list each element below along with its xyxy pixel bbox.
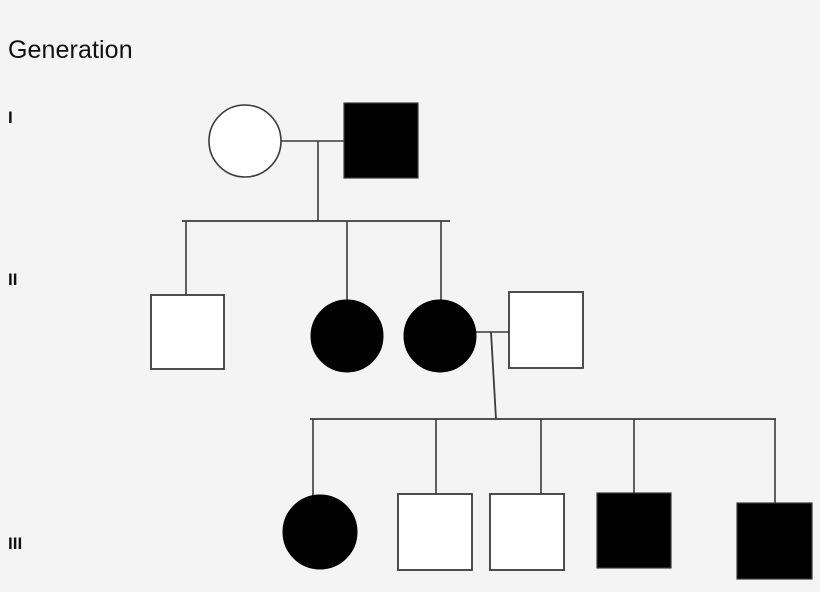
- individual-i-2-male-affected[interactable]: [343, 102, 419, 179]
- generation-2-individuals: [150, 291, 584, 373]
- individual-iii-4-male-affected[interactable]: [596, 492, 672, 569]
- individual-ii-1-male-unaffected[interactable]: [150, 294, 225, 370]
- connector-lines: [182, 140, 776, 504]
- page-title: Generation: [8, 36, 133, 64]
- generation-label-iii: III: [8, 534, 23, 553]
- individual-iii-5-male-affected[interactable]: [736, 502, 813, 580]
- descent-line-gen2: [490, 331, 497, 420]
- generation-label-i: I: [8, 108, 13, 127]
- individual-i-1-female-unaffected[interactable]: [208, 104, 282, 178]
- individual-iii-2-male-unaffected[interactable]: [397, 493, 473, 571]
- generation-3-individuals: [282, 492, 813, 580]
- individual-iii-3-male-unaffected[interactable]: [489, 493, 565, 571]
- individual-ii-4-male-unaffected[interactable]: [508, 291, 584, 369]
- generation-1-individuals: [208, 102, 419, 179]
- individual-iii-1-female-affected[interactable]: [282, 494, 358, 570]
- individual-ii-3-female-affected[interactable]: [403, 299, 477, 373]
- generation-label-ii: II: [8, 270, 18, 289]
- individual-ii-2-female-affected[interactable]: [310, 299, 384, 373]
